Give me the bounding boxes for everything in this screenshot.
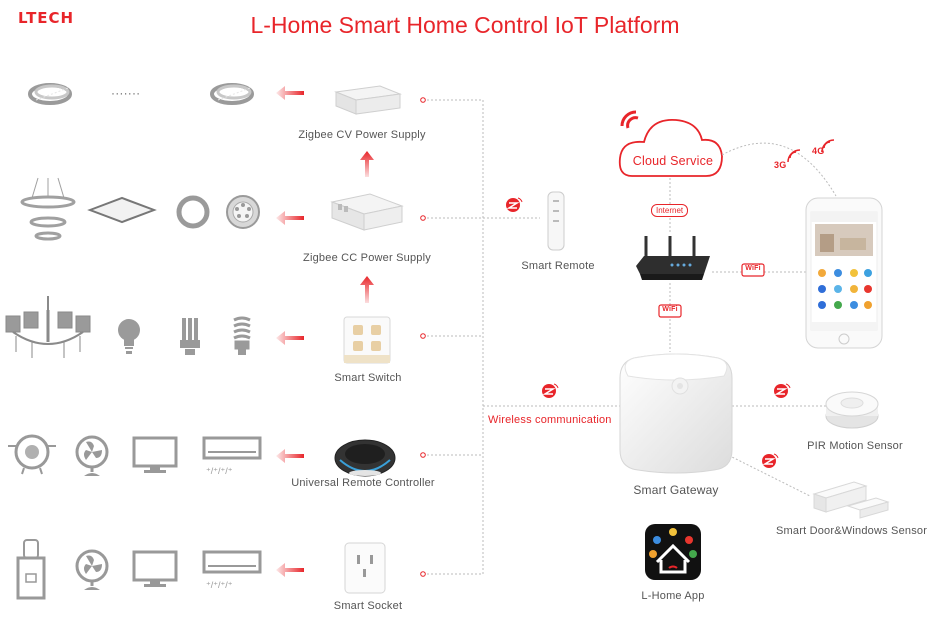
led-strip-icon [28,83,72,105]
cloud-service-label: Cloud Service [632,154,714,168]
led-strip-icon [210,83,254,105]
internet-badge: Internet [651,204,689,217]
light-bulb-icon [118,319,140,354]
zigbee-icon [542,383,559,398]
arrow-row2 [276,211,304,225]
router-icon [636,236,710,280]
wifi-badge-icon [658,304,682,318]
pir-sensor-label: PIR Motion Sensor [807,440,903,452]
signal-3g-icon [787,149,801,163]
wifi-badge-icon [741,263,765,277]
downlight-icon [226,195,260,229]
arrow-row5 [276,563,304,577]
cv-power-supply-icon [334,85,402,115]
more-strips-ellipsis: ······· [111,86,141,100]
smart-gateway-label: Smart Gateway [633,483,719,497]
ac-airflow-marks: ⁺/⁺/⁺/⁺ [206,466,233,476]
water-dispenser-icon [16,539,46,600]
smart-gateway-icon [619,353,733,474]
signal-4g-icon [821,139,835,153]
arrow-row1 [276,86,304,100]
wireless-communication-label: Wireless communication [488,414,612,426]
fan-icon [75,549,109,590]
smart-switch-label: Smart Switch [334,372,402,384]
wifi-label-phone: WiFi [745,265,761,272]
air-conditioner-icon [202,550,262,574]
robot-vacuum-icon [8,434,56,475]
l-home-app-icon [645,524,701,580]
arrows [276,86,374,577]
door-sensor-icon [812,481,890,519]
universal-remote-label: Universal Remote Controller [291,477,435,489]
zigbee-icon [762,453,779,468]
phone-app-screen [805,197,883,349]
wifi-label-router: WiFi [662,306,678,313]
pendant-ring-lamp-icon [20,177,76,241]
smart-switch-icon [343,316,391,364]
arrow-row4 [276,449,304,463]
4g-label: 4G [812,146,825,156]
pir-sensor-icon [825,391,879,429]
tube-bulb-icon [180,318,200,355]
ring-light-icon [176,195,210,229]
cc-power-supply-icon [330,193,404,231]
cc-power-supply-label: Zigbee CC Power Supply [303,252,431,264]
spiral-bulb-icon [233,316,251,355]
ac-airflow-marks: ⁺/⁺/⁺/⁺ [206,580,233,590]
zigbee-icon [774,383,791,398]
arrow-up1 [360,151,374,177]
door-sensor-label: Smart Door&Windows Sensor [776,525,928,537]
chandelier-icon [5,296,91,358]
3g-label: 3G [774,160,787,170]
arrow-up2 [360,276,374,303]
cv-power-supply-label: Zigbee CV Power Supply [298,129,426,141]
smart-socket-icon [344,542,386,594]
panel-light-icon [87,196,157,224]
smart-remote-label: Smart Remote [521,260,595,272]
l-home-app-label: L-Home App [641,590,705,602]
zigbee-icon [506,197,523,212]
ltech-logo: LTECH [18,9,75,27]
air-conditioner-icon [202,436,262,460]
arrow-row3 [276,331,304,345]
fan-icon [75,435,109,476]
cloud-service-icon [618,119,723,177]
smart-remote-icon [547,191,565,251]
smart-socket-label: Smart Socket [333,600,403,612]
universal-remote-icon [334,439,396,477]
page-title: L-Home Smart Home Control IoT Platform [250,12,680,38]
tv-icon [132,550,178,587]
cloud-signal-icon [620,110,639,129]
tv-icon [132,436,178,473]
